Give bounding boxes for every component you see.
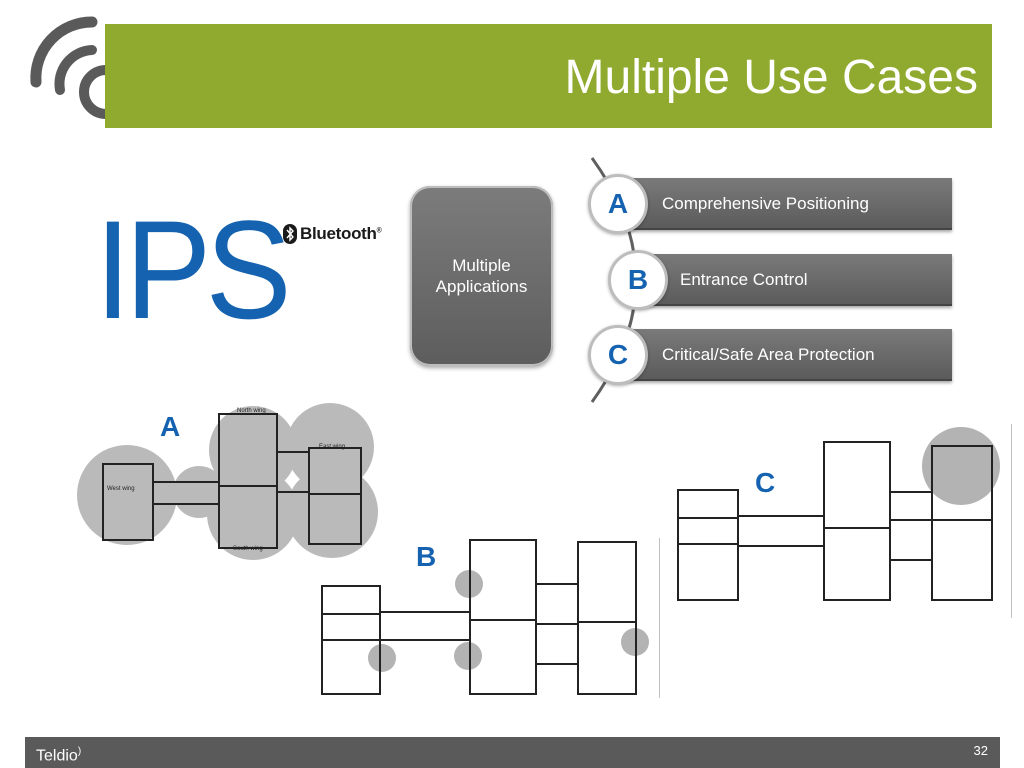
floorplan-b-label: B <box>416 541 437 572</box>
bluetooth-icon <box>283 224 297 244</box>
divider-line-c <box>1011 424 1012 618</box>
use-case-bar-a: Comprehensive Positioning <box>612 178 952 230</box>
use-case-badge-b: B <box>608 250 668 310</box>
floorplan-a: North wing East wing West wing South win… <box>77 403 378 560</box>
use-case-label-b: Entrance Control <box>680 270 808 289</box>
use-case-bar-c: Critical/Safe Area Protection <box>612 329 952 381</box>
multiple-applications-box: Multiple Applications <box>410 186 553 366</box>
use-case-badge-c: C <box>588 325 648 385</box>
west-wing-label: West wing <box>107 486 135 492</box>
use-case-label-c: Critical/Safe Area Protection <box>662 345 875 364</box>
bluetooth-word: Bluetooth® <box>300 224 382 243</box>
multiple-applications-label: Multiple Applications <box>435 256 528 296</box>
floorplan-c <box>677 427 1000 601</box>
floorplan-c-label: C <box>755 467 776 498</box>
ips-wordmark: IPS <box>95 191 292 348</box>
footer-bar: Teldio) 32 <box>25 737 1000 768</box>
slide-title: Multiple Use Cases <box>564 51 978 104</box>
floorplan-b <box>321 539 649 695</box>
east-wing-label: East wing <box>319 444 345 450</box>
signal-icon: ) <box>77 746 82 757</box>
south-wing-label: South wing <box>233 546 263 552</box>
page-number: 32 <box>973 743 988 758</box>
use-case-label-a: Comprehensive Positioning <box>662 194 869 213</box>
use-case-bar-b: Entrance Control <box>632 254 952 306</box>
footer-brand: Teldio) <box>36 746 82 765</box>
north-wing-label: North wing <box>237 408 266 414</box>
floorplan-a-label: A <box>160 411 181 442</box>
divider-line-b <box>659 538 660 698</box>
use-case-badge-a: A <box>588 174 648 234</box>
bluetooth-badge: Bluetooth® <box>283 224 382 244</box>
title-bar: Multiple Use Cases <box>105 24 992 128</box>
